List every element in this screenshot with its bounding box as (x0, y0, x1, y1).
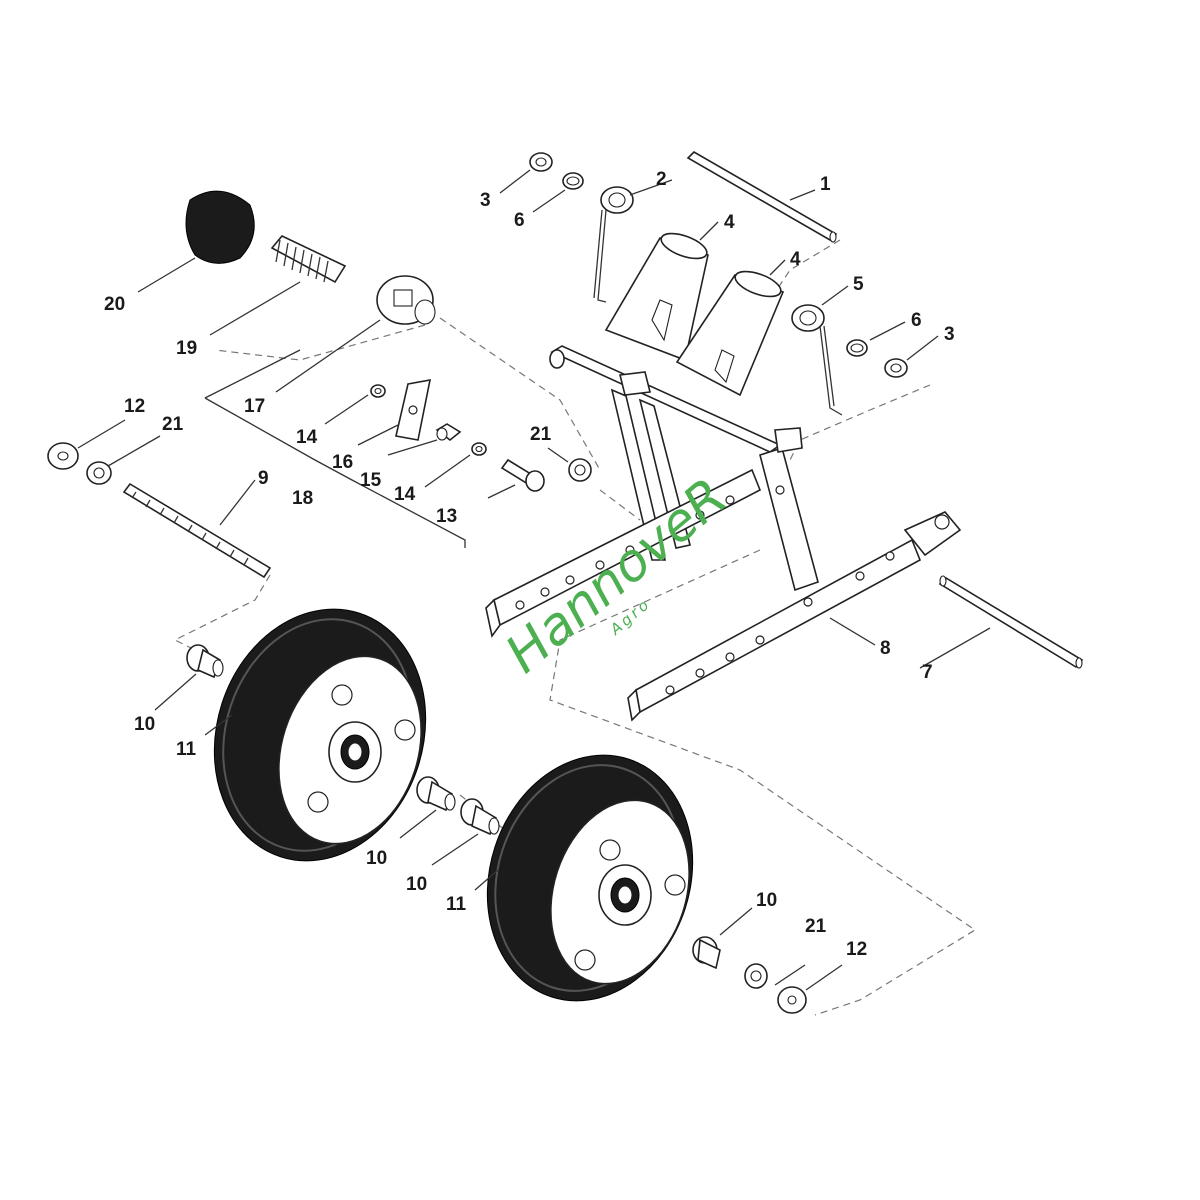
callout-4: 4 (724, 212, 735, 233)
part-12-washer-left (47, 442, 79, 470)
part-14-washer-upper (370, 384, 386, 398)
callout-11: 11 (446, 894, 467, 915)
part-14-washer-lower (471, 442, 487, 456)
part-6-ring-left (562, 172, 584, 190)
callout-14: 14 (394, 484, 416, 505)
callout-16: 16 (332, 452, 353, 473)
part-1-rod (686, 151, 838, 243)
callout-13: 13 (436, 506, 457, 527)
part-12-washer-right (777, 986, 807, 1014)
callout-3: 3 (944, 324, 955, 345)
callout-labels: 1 2 3 3 4 4 5 6 6 7 8 9 10 10 10 10 11 1… (104, 169, 955, 960)
part-11-wheel-left (213, 608, 427, 862)
callout-9: 9 (258, 468, 269, 489)
callout-19: 19 (176, 338, 197, 359)
part-10-bushing-c (460, 798, 500, 836)
callout-10: 10 (134, 714, 155, 735)
callout-11: 11 (176, 739, 197, 760)
callout-7: 7 (922, 662, 933, 683)
callout-8: 8 (880, 638, 891, 659)
callout-12: 12 (846, 939, 867, 960)
callout-6: 6 (911, 310, 922, 331)
part-21-nut-lower (744, 963, 768, 989)
callout-4: 4 (790, 249, 801, 270)
part-13-bolt (500, 458, 545, 492)
part-10-bushing-b (416, 776, 456, 812)
callout-12: 12 (124, 396, 145, 417)
callout-10: 10 (756, 890, 777, 911)
part-17-collar (376, 275, 436, 325)
part-8-frame (485, 345, 962, 722)
callout-21: 21 (162, 414, 184, 435)
callout-18: 18 (292, 488, 313, 509)
callout-14: 14 (296, 427, 318, 448)
part-15-pin (435, 423, 462, 442)
callout-21: 21 (530, 424, 552, 445)
callout-6: 6 (514, 210, 525, 231)
part-16-bracket (395, 379, 432, 441)
part-10-bushing-d (692, 936, 721, 970)
callout-2: 2 (656, 169, 667, 190)
part-4-flap-plate-left (604, 232, 709, 362)
callout-20: 20 (104, 294, 125, 315)
part-7-axle-rod (938, 575, 1084, 669)
part-3-bushing-right (884, 358, 908, 378)
leader-lines (77, 169, 991, 991)
callout-21: 21 (805, 916, 827, 937)
callout-10: 10 (366, 848, 387, 869)
part-10-bushing-a (186, 644, 224, 679)
callout-3: 3 (480, 190, 491, 211)
part-4-flap-plate-right (675, 270, 785, 397)
callout-17: 17 (244, 396, 265, 417)
part-3-bushing-left (529, 152, 553, 172)
part-6-ring-right (846, 339, 868, 357)
part-5-torsion-spring (791, 304, 843, 416)
callout-15: 15 (360, 470, 382, 491)
callout-1: 1 (820, 174, 831, 195)
part-9-threaded-rod (122, 482, 272, 579)
part-21-nut-upper (568, 458, 592, 482)
part-21-nut-left (86, 461, 112, 485)
part-2-torsion-spring (593, 186, 634, 303)
part-19-spring (270, 235, 347, 284)
part-20-knob (185, 190, 255, 264)
callout-10: 10 (406, 874, 427, 895)
part-11-wheel-right (486, 754, 694, 1002)
callout-5: 5 (853, 274, 864, 295)
